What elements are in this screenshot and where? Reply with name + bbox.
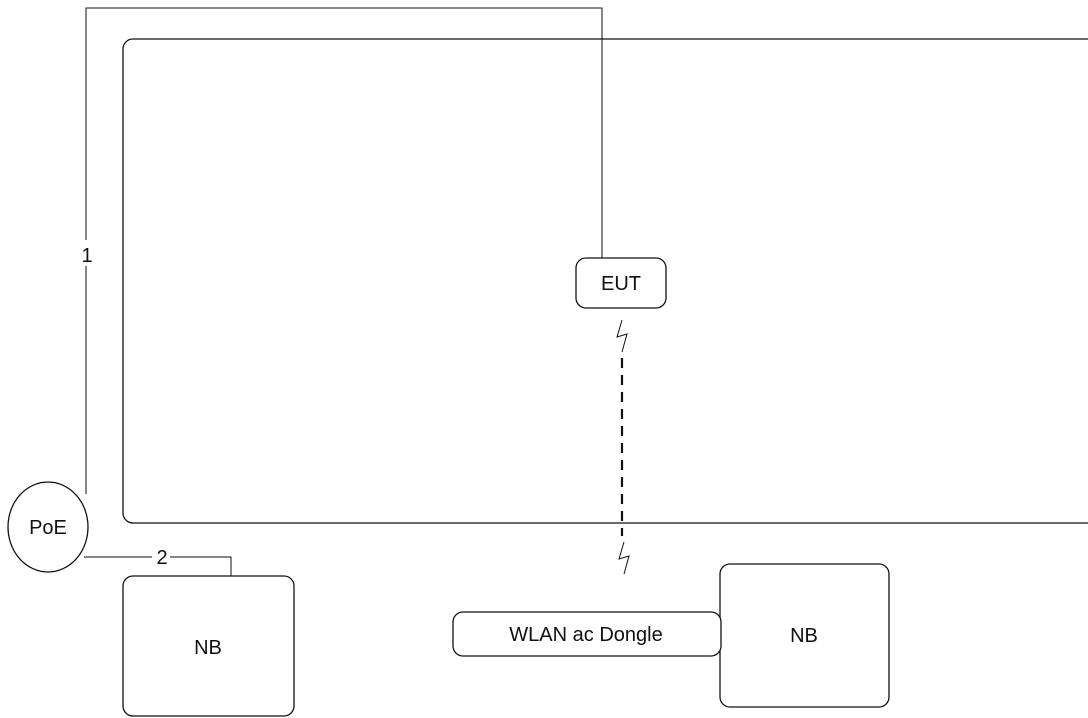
cable-1-line [85, 7, 603, 494]
cable-2-label-bg [152, 546, 170, 568]
cable-2-label: 2 [156, 547, 167, 569]
test-chamber [122, 38, 1088, 524]
cable-1-label: 1 [81, 245, 92, 267]
poe-injector [7, 481, 89, 573]
notebook-right-label: NB [790, 625, 818, 647]
poe-label: PoE [29, 517, 67, 539]
notebook-left-label: NB [194, 637, 222, 659]
cable-2-line [84, 556, 232, 576]
notebook-left [122, 575, 295, 717]
cable-1-label-bg [78, 240, 96, 266]
lightning-bolt-icon [616, 319, 628, 353]
lightning-bolt-icon [618, 541, 630, 575]
eut-label: EUT [601, 273, 641, 295]
wlan-dongle-label: WLAN ac Dongle [509, 624, 662, 646]
wlan-dongle-box [452, 611, 722, 657]
eut-box [575, 257, 667, 309]
